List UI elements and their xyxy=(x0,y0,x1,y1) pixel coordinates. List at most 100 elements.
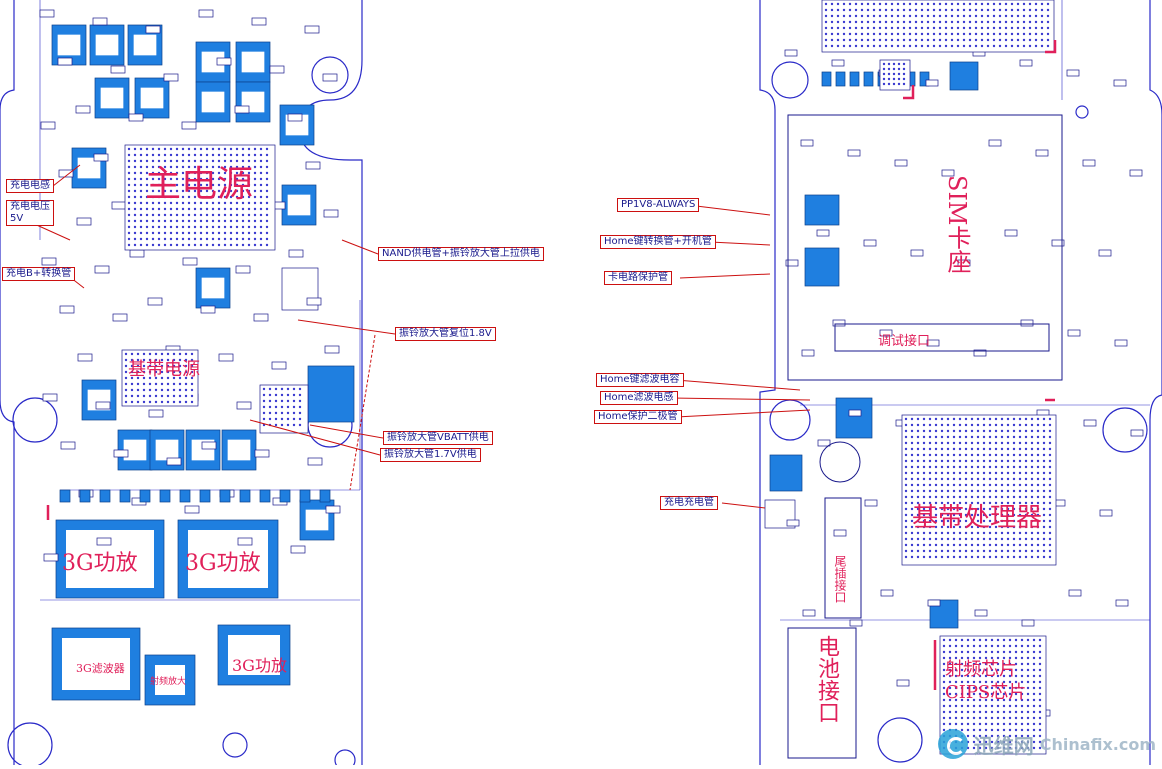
bga-ball xyxy=(187,231,191,235)
bga-ball xyxy=(205,153,209,157)
bga-ball xyxy=(972,722,976,726)
bga-ball xyxy=(292,393,296,397)
label-3g-filter: 3G滤波器 xyxy=(76,662,125,675)
bga-ball xyxy=(229,213,233,217)
bga-ball xyxy=(908,44,912,48)
bga-ball xyxy=(1048,417,1052,421)
smd-part xyxy=(896,679,910,687)
bga-ball xyxy=(996,692,1000,696)
smd-part xyxy=(1051,239,1065,247)
bga-ball xyxy=(1004,20,1008,24)
label-rf-chip: 射频芯片 xyxy=(945,659,1017,680)
bga-ball xyxy=(928,417,932,421)
bga-ball xyxy=(1030,429,1034,433)
bga-ball xyxy=(139,171,143,175)
bga-ball xyxy=(916,555,920,559)
smd-part xyxy=(323,209,339,218)
bga-ball xyxy=(990,686,994,690)
bga-ball xyxy=(1000,429,1004,433)
bga-ball xyxy=(934,465,938,469)
bga-ball xyxy=(928,507,932,511)
bga-ball xyxy=(157,183,161,187)
bga-ball xyxy=(1048,489,1052,493)
bga-ball xyxy=(998,26,1002,30)
bga-ball xyxy=(854,8,858,12)
bga-ball xyxy=(842,32,846,36)
bga-ball xyxy=(1004,14,1008,18)
bga-ball xyxy=(1040,2,1044,6)
bga-ball xyxy=(259,207,263,211)
bga-ball xyxy=(253,213,257,217)
bga-ball xyxy=(211,237,215,241)
smd-part xyxy=(58,169,74,178)
smd-pad xyxy=(159,489,171,503)
bga-ball xyxy=(1024,549,1028,553)
bga-ball xyxy=(157,159,161,163)
bga-ball xyxy=(982,453,986,457)
bga-ball xyxy=(996,686,1000,690)
bga-ball xyxy=(1028,20,1032,24)
bga-ball xyxy=(998,2,1002,6)
bga-ball xyxy=(950,20,954,24)
bga-ball xyxy=(229,243,233,247)
bga-ball xyxy=(253,171,257,175)
bga-ball xyxy=(922,531,926,535)
bga-ball xyxy=(992,38,996,42)
bga-ball xyxy=(187,153,191,157)
bga-ball xyxy=(247,165,251,169)
coin-component xyxy=(819,441,861,483)
bga-ball xyxy=(1018,489,1022,493)
bga-ball xyxy=(199,213,203,217)
bga-ball xyxy=(1012,501,1016,505)
bga-ball xyxy=(1002,716,1006,720)
bga-ball xyxy=(830,14,834,18)
bga-ball xyxy=(187,201,191,205)
bga-ball xyxy=(972,734,976,738)
bga-ball xyxy=(970,543,974,547)
bga-ball xyxy=(980,8,984,12)
smd-part xyxy=(785,259,799,267)
bga-ball xyxy=(974,32,978,36)
bga-ball xyxy=(984,716,988,720)
bga-ball xyxy=(1020,710,1024,714)
bga-ball xyxy=(247,237,251,241)
bga-ball xyxy=(1012,441,1016,445)
bga-ball xyxy=(1042,543,1046,547)
bga-ball xyxy=(978,650,982,654)
bga-ball xyxy=(950,38,954,42)
bga-ball xyxy=(988,531,992,535)
smd-part xyxy=(926,339,940,347)
bga-ball xyxy=(860,2,864,6)
bga-ball xyxy=(946,495,950,499)
bga-ball xyxy=(960,668,964,672)
bga-ball xyxy=(178,370,182,374)
bga-ball xyxy=(178,364,182,368)
bga-ball xyxy=(217,231,221,235)
smd-part xyxy=(234,105,250,114)
bga-ball xyxy=(127,177,131,181)
bga-ball xyxy=(241,147,245,151)
bga-ball xyxy=(982,435,986,439)
bga-ball xyxy=(130,364,134,368)
bga-ball xyxy=(946,513,950,517)
bga-ball xyxy=(944,20,948,24)
bga-ball xyxy=(265,213,269,217)
bga-ball xyxy=(998,14,1002,18)
bga-ball xyxy=(860,26,864,30)
bga-ball xyxy=(1000,549,1004,553)
bga-ball xyxy=(988,525,992,529)
bga-ball xyxy=(229,225,233,229)
pa-module-inner xyxy=(228,635,280,675)
bga-ball xyxy=(980,32,984,36)
bga-ball xyxy=(223,213,227,217)
bga-ball xyxy=(986,14,990,18)
bga-ball xyxy=(934,423,938,427)
bga-ball xyxy=(1036,543,1040,547)
bga-ball xyxy=(897,67,901,71)
bga-ball xyxy=(948,704,952,708)
smd-part xyxy=(96,537,112,546)
bga-ball xyxy=(904,531,908,535)
connector-outlines xyxy=(787,114,1063,759)
bga-ball xyxy=(193,237,197,241)
bga-ball xyxy=(964,555,968,559)
